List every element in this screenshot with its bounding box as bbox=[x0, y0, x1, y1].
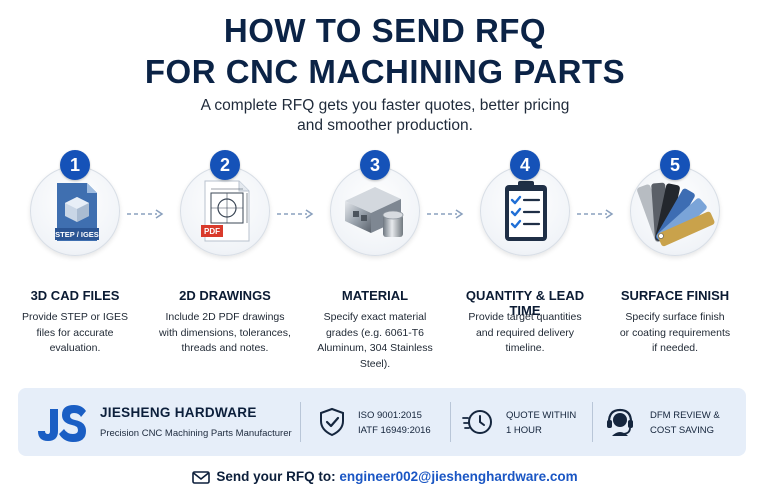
step-number-badge: 5 bbox=[660, 150, 690, 180]
step-number-badge: 3 bbox=[360, 150, 390, 180]
mail-icon bbox=[192, 471, 211, 484]
step-number-badge: 4 bbox=[510, 150, 540, 180]
brand-name: JIESHENG HARDWARE bbox=[100, 405, 257, 420]
contact-line: Send your RFQ to: engineer002@jieshengha… bbox=[0, 469, 770, 484]
pdf-label: PDF bbox=[204, 227, 220, 236]
step-title: 2D DRAWINGS bbox=[179, 288, 271, 303]
checklist-clipboard-icon bbox=[480, 166, 570, 256]
headset-icon bbox=[607, 408, 633, 436]
contact-email-link[interactable]: engineer002@jieshenghardware.com bbox=[339, 469, 578, 484]
jiesheng-logo bbox=[38, 405, 86, 442]
divider bbox=[592, 402, 593, 442]
step-title: SURFACE FINISH bbox=[620, 288, 730, 303]
step-title: QUANTITY & LEAD TIME bbox=[465, 288, 585, 318]
shield-check-icon bbox=[320, 407, 344, 437]
divider bbox=[450, 402, 451, 442]
cad-file-format-label: STEP / IGES bbox=[55, 230, 99, 239]
page-subtitle-line2: and smoother production. bbox=[297, 117, 473, 134]
step-number-badge: 2 bbox=[210, 150, 240, 180]
dashed-arrow-icon bbox=[427, 209, 464, 219]
finish-swatch-icon bbox=[630, 166, 720, 256]
page-subtitle-line1: A complete RFQ gets you faster quotes, b… bbox=[200, 97, 570, 114]
step-title: MATERIAL bbox=[341, 288, 409, 303]
step-number-badge: 1 bbox=[60, 150, 90, 180]
dashed-arrow-icon bbox=[277, 209, 314, 219]
dashed-arrow-icon bbox=[127, 209, 164, 219]
cad-file-icon: STEP / IGES bbox=[30, 166, 120, 256]
page-title-line1: HOW TO SEND RFQ bbox=[223, 12, 547, 49]
pdf-drawing-icon: PDF bbox=[180, 166, 270, 256]
brand-tagline: Precision CNC Machining Parts Manufactur… bbox=[100, 428, 292, 439]
fast-clock-icon bbox=[462, 410, 492, 434]
contact-label: Send your RFQ to: bbox=[216, 469, 336, 484]
material-stock-icon bbox=[330, 166, 420, 256]
step-title: 3D CAD FILES bbox=[30, 288, 120, 303]
dashed-arrow-icon bbox=[577, 209, 614, 219]
company-info-bar: JIESHENG HARDWARE Precision CNC Machinin… bbox=[18, 388, 746, 456]
divider bbox=[300, 402, 301, 442]
dfm-review-text: DFM REVIEW &COST SAVING bbox=[650, 410, 720, 436]
page-title-line2: FOR CNC MACHINING PARTS bbox=[144, 53, 626, 90]
